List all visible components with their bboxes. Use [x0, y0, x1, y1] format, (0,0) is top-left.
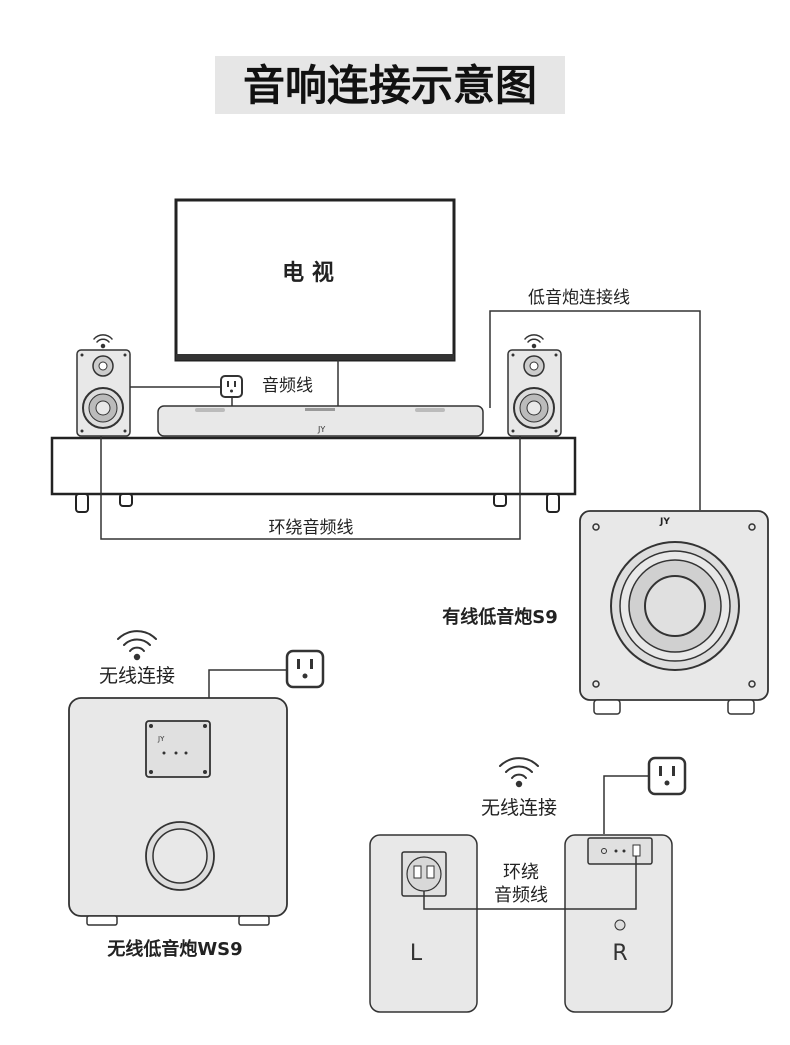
- outlet-icon: [647, 756, 687, 796]
- tv-screen: [174, 198, 456, 362]
- subwoofer-cable: [489, 310, 701, 510]
- wireless-subwoofer-label: 无线低音炮WS9: [107, 938, 242, 960]
- logo-icon: JY: [157, 735, 165, 743]
- rear-surround-cable: [423, 856, 637, 910]
- wifi-icon: [117, 630, 157, 661]
- tv: 电 视: [174, 198, 456, 362]
- left-speaker-label: L: [410, 941, 423, 966]
- rear-wireless-connection-label: 无线连接: [481, 797, 557, 819]
- outlet-icon: [285, 649, 325, 689]
- page-title: 音响连接示意图: [243, 61, 537, 110]
- rear-surround-label-line1: 环绕: [503, 862, 539, 883]
- subwoofer-line-label: 低音炮连接线: [528, 288, 630, 308]
- rear-right-speaker: R: [564, 834, 673, 1013]
- soundbar-logo-icon: JY: [317, 425, 325, 434]
- outlet-icon: [220, 375, 243, 398]
- tv-stand: [50, 436, 577, 513]
- rear-surround-label-bg: [478, 858, 564, 904]
- rear-power-cable: [603, 775, 648, 834]
- right-front-speaker: [507, 334, 562, 437]
- wifi-icon: [524, 334, 544, 349]
- tv-bezel: [176, 354, 454, 360]
- audio-line-label: 音频线: [262, 376, 313, 396]
- rear-speakers-connection: 无线连接: [481, 757, 557, 819]
- wireless-subwoofer: JY: [68, 697, 288, 926]
- rear-surround-label-line2: 音频线: [494, 885, 548, 906]
- wifi-icon: [499, 757, 539, 788]
- wired-subwoofer: JY: [579, 510, 769, 715]
- soundbar: JY: [157, 405, 484, 437]
- title-block: 音响连接示意图: [215, 56, 565, 114]
- surround-line-label: 环绕音频线: [269, 518, 354, 538]
- subwoofer-logo-icon: JY: [659, 517, 670, 527]
- wireless-subwoofer-connection: 无线连接: [99, 630, 175, 687]
- wifi-icon: [93, 334, 113, 349]
- wired-subwoofer-label: 有线低音炮S9: [442, 606, 558, 628]
- wireless-connection-label: 无线连接: [99, 665, 175, 687]
- rear-left-speaker: L: [369, 834, 478, 1013]
- title-background: [215, 56, 565, 114]
- left-front-speaker: [76, 334, 131, 437]
- wireless-sub-power-cable: [208, 669, 286, 698]
- tv-label: 电 视: [282, 260, 334, 286]
- right-speaker-label: R: [612, 941, 627, 966]
- surround-cable: [100, 436, 521, 540]
